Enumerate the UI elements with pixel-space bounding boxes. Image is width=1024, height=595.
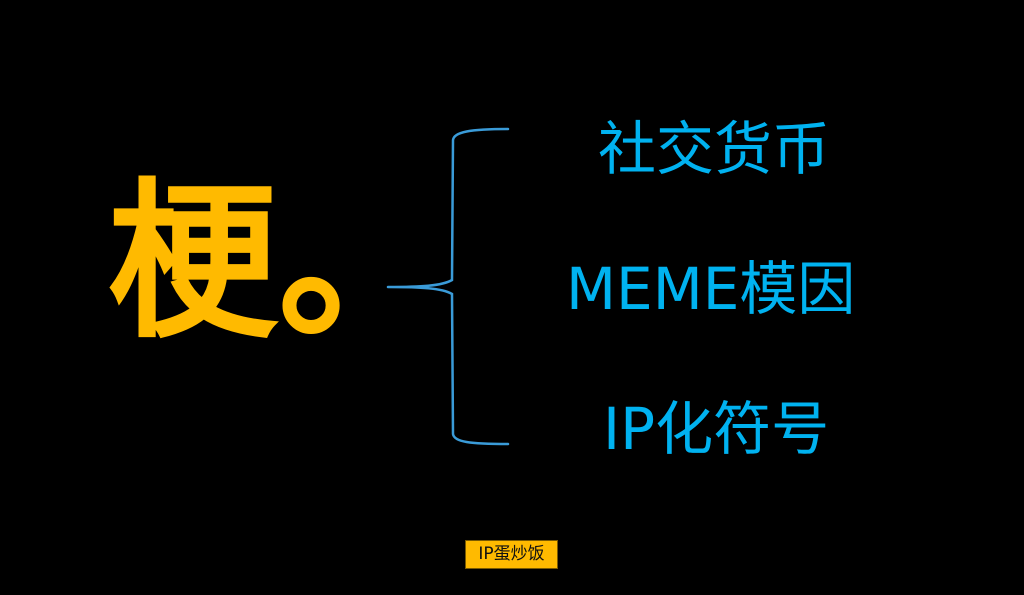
branch-ip-symbol: IP化符号 — [603, 395, 830, 463]
branch-social-currency: 社交货币 — [598, 115, 831, 183]
main-term: 梗。 — [108, 164, 449, 362]
branch-meme: MEME模因 — [566, 255, 856, 323]
watermark-label: IP蛋炒饭 — [465, 540, 558, 569]
curly-bracket-icon — [386, 127, 510, 446]
